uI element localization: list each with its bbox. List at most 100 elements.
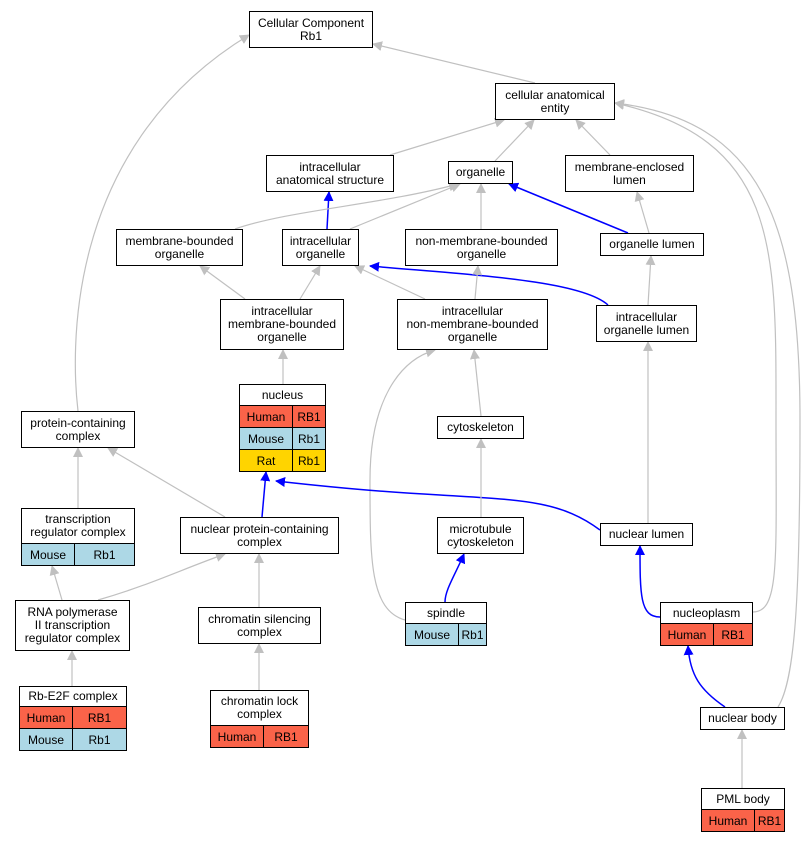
edge-np-to-nl	[635, 545, 661, 618]
species-name: Human	[26, 710, 66, 725]
node-org: organelle	[448, 161, 513, 184]
node-label: intracellular organelle	[289, 233, 352, 261]
edge-nb-to-cae	[614, 99, 801, 708]
node-inmbo: intracellular non-membrane-bounded organ…	[397, 299, 548, 350]
node-label: PML body	[716, 791, 770, 806]
node-label: protein-containing complex	[30, 415, 126, 443]
node-cae: cellular anatomical entity	[495, 83, 615, 120]
node-pcc: protein-containing complex	[21, 411, 135, 448]
node-npcc: nuclear protein-containing complex	[180, 517, 339, 554]
species-name: Human	[708, 813, 748, 828]
edge-ol-to-mel	[634, 191, 650, 234]
node-ol: organelle lumen	[600, 233, 704, 256]
edge-spindle-to-mtc	[444, 553, 466, 603]
node-label: microtubule cytoskeleton	[447, 521, 514, 549]
edge-mel-to-cae	[575, 119, 611, 156]
node-cc: Cellular Component Rb1	[249, 11, 373, 48]
node-label: nuclear lumen	[608, 527, 685, 541]
edge-inmbo-to-io	[354, 265, 426, 300]
edge-pcc-to-cc	[74, 34, 250, 412]
gene-symbol: Rb1	[292, 450, 325, 471]
node-label: intracellular non-membrane-bounded organ…	[406, 304, 539, 344]
node-label: membrane-bounded organelle	[125, 233, 234, 261]
gene-symbol: RB1	[754, 810, 784, 831]
node-io: intracellular organelle	[282, 229, 359, 266]
gene-symbol: Rb1	[74, 544, 134, 565]
species-name: Human	[246, 409, 286, 424]
node-label: transcription regulator complex	[30, 512, 126, 539]
species-name: Rat	[256, 453, 276, 468]
node-nl: nuclear lumen	[600, 523, 693, 546]
species-name: Mouse	[247, 431, 285, 446]
species-row: Mouse Rb1	[22, 543, 134, 565]
node-label: Rb-E2F complex	[28, 689, 118, 703]
node-ias: intracellular anatomical structure	[266, 155, 394, 192]
node-label: intracellular membrane-bounded organelle	[227, 304, 337, 344]
species-name: Mouse	[413, 627, 451, 642]
gene-symbol: RB1	[72, 707, 126, 728]
edge-imbo-to-mbo	[199, 265, 246, 300]
edge-iol-to-ol	[645, 255, 656, 306]
node-nb: nuclear body	[700, 707, 785, 730]
gene-symbol: RB1	[713, 624, 752, 645]
species-row: Human RB1	[702, 809, 784, 831]
node-label: non-membrane-bounded organelle	[415, 233, 548, 261]
edge-npcc-to-pcc	[107, 447, 226, 518]
node-label: intracellular anatomical structure	[275, 159, 385, 187]
node-label: organelle	[455, 165, 506, 179]
node-label: cellular anatomical entity	[505, 87, 605, 115]
edge-np-to-cae	[614, 100, 777, 613]
node-nmbo: non-membrane-bounded organelle	[405, 229, 558, 266]
species-name: Mouse	[29, 547, 67, 562]
node-iol: intracellular organelle lumen	[596, 305, 697, 342]
species-row: Human RB1	[20, 706, 126, 728]
edge-imbo-to-io	[299, 265, 321, 300]
edge-io-to-ias	[323, 191, 334, 230]
node-label: intracellular organelle lumen	[603, 309, 690, 337]
edge-ias-to-cae	[389, 117, 505, 156]
edge-npcc-to-nuc	[260, 471, 271, 518]
node-mel: membrane-enclosed lumen	[565, 155, 694, 192]
node-mtc: microtubule cytoskeleton	[437, 517, 524, 554]
node-label: nucleoplasm	[672, 605, 741, 620]
edge-spindle-to-inmbo	[369, 347, 436, 621]
edge-nl-to-nuc	[275, 477, 601, 531]
edge-inmbo-to-nmbo	[472, 265, 483, 300]
node-label: nuclear protein-containing complex	[190, 521, 329, 549]
edge-iol-to-io	[369, 261, 609, 306]
node-rnap: RNA polymerase II transcription regulato…	[15, 600, 130, 651]
node-label: membrane-enclosed lumen	[574, 159, 685, 187]
gene-symbol: Rb1	[72, 729, 126, 750]
species-row: Human RB1	[661, 623, 752, 645]
species-row: Rat Rb1	[240, 449, 325, 471]
gene-symbol: RB1	[263, 726, 308, 747]
node-label: Cellular Component Rb1	[257, 15, 365, 43]
node-label: RNA polymerase II transcription regulato…	[24, 605, 121, 645]
node-csc: chromatin silencing complex	[198, 607, 321, 644]
species-name: Human	[667, 627, 707, 642]
species-row: Mouse Rb1	[406, 623, 486, 645]
gene-symbol: Rb1	[458, 624, 486, 645]
node-label: nuclear body	[708, 711, 777, 725]
node-label: organelle lumen	[609, 237, 695, 251]
edge-cyto-to-inmbo	[469, 349, 482, 417]
edge-rnap-to-npcc	[97, 552, 226, 601]
node-label: chromatin lock complex	[220, 694, 299, 721]
node-cyto: cytoskeleton	[437, 416, 524, 439]
node-mbo: membrane-bounded organelle	[116, 229, 243, 266]
species-row: Mouse Rb1	[20, 728, 126, 750]
species-name: Mouse	[27, 732, 65, 747]
edge-nb-to-np	[683, 645, 726, 708]
node-label: nucleus	[261, 387, 304, 402]
edge-ol-to-org	[508, 182, 629, 234]
